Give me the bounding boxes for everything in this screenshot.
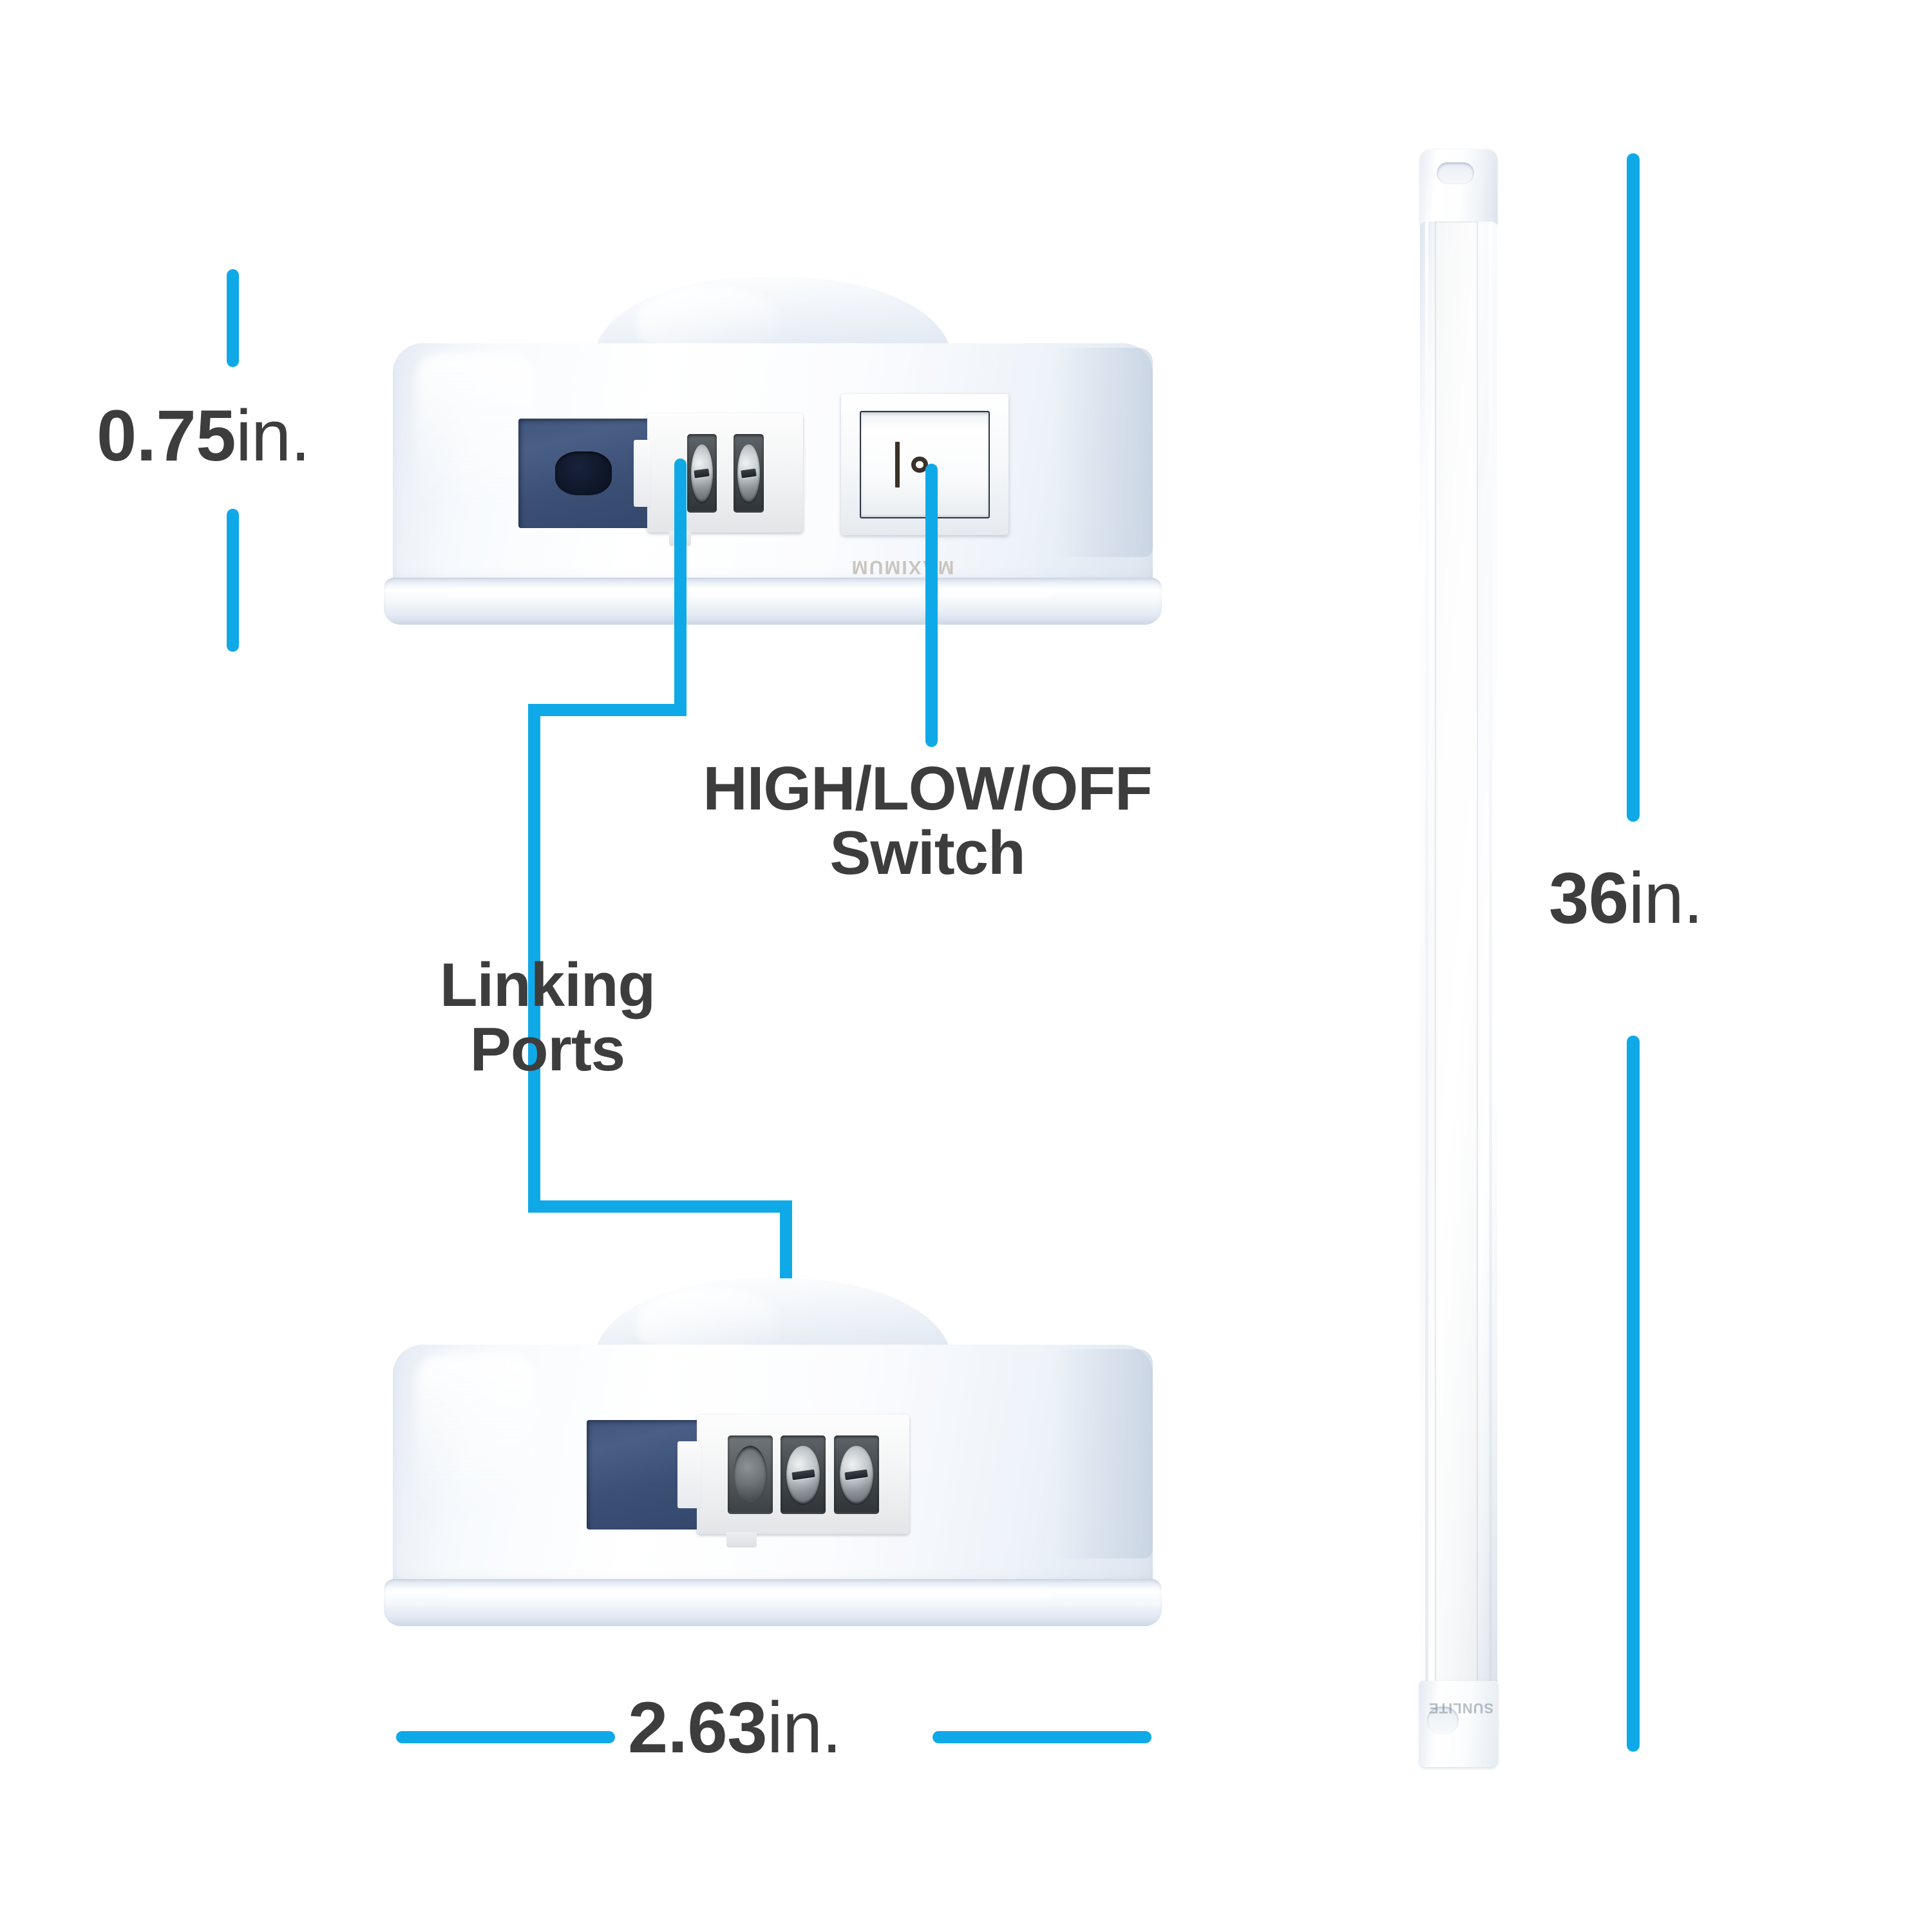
tube-top-end-cap <box>1420 149 1497 232</box>
bottom-end-cap-base-flange <box>383 1579 1162 1626</box>
dimension-line-length-lower <box>1627 1036 1640 1752</box>
dimension-label-length: 36in. <box>1549 857 1703 940</box>
dimension-label-height: 0.75in. <box>97 394 310 477</box>
top-linking-ports-block[interactable] <box>633 413 804 547</box>
housing-emboss-text: MAXIMUM <box>850 556 954 578</box>
led-tube-fixture: SUNLITE <box>1419 149 1499 1767</box>
callout-ports-line1: Linking <box>439 951 656 1019</box>
switch-marking-low-icon <box>895 441 900 488</box>
dimension-line-height-upper <box>227 269 239 367</box>
dimension-value-width: 2.63 <box>628 1687 767 1768</box>
linking-port-terminal[interactable] <box>734 433 764 513</box>
bottom-end-cap-body <box>393 1344 1153 1588</box>
linking-port-terminal[interactable] <box>687 433 717 513</box>
linking-port-terminal[interactable] <box>833 1435 879 1514</box>
bottom-linking-ports-block[interactable] <box>677 1415 910 1548</box>
screw-head-icon <box>839 1445 873 1504</box>
dimension-value-length: 36 <box>1549 858 1629 938</box>
callout-ports-line2: Ports <box>469 1014 625 1084</box>
callout-switch-line1: HIGH/LOW/OFF <box>703 754 1152 823</box>
dimension-line-width-right <box>933 1731 1151 1743</box>
switch-marking-off-icon <box>911 456 928 473</box>
socket-opening-icon <box>733 1445 767 1504</box>
leader-line-ports-seg-across2 <box>528 1200 792 1213</box>
screw-head-icon <box>690 444 714 503</box>
dimension-line-width-left <box>396 1731 615 1743</box>
dimension-line-length-upper <box>1627 153 1640 822</box>
dimension-label-width: 2.63in. <box>628 1686 842 1769</box>
hanging-keyhole-icon <box>1427 1707 1459 1735</box>
linking-port-terminal[interactable] <box>781 1435 826 1514</box>
top-end-cap-body <box>393 343 1153 587</box>
screw-head-icon <box>786 1445 820 1504</box>
bottom-end-cap <box>383 1278 1162 1626</box>
leader-line-ports-seg-drop <box>674 459 687 716</box>
tube-brand-text: SUNLITE <box>1428 1700 1493 1717</box>
leader-line-ports-seg-across <box>528 704 687 716</box>
tube-body <box>1420 222 1497 1703</box>
top-end-cap-base-flange <box>383 578 1162 625</box>
tube-side-rail <box>1425 222 1429 1703</box>
tube-bottom-end-cap: SUNLITE <box>1419 1681 1499 1767</box>
cavity-hole <box>554 451 612 495</box>
dimension-unit-width: in. <box>766 1687 842 1768</box>
callout-linking-ports: Linking Ports <box>335 953 760 1082</box>
hanging-keyhole-icon <box>1437 162 1474 184</box>
callout-switch: HIGH/LOW/OFF Switch <box>567 757 1288 886</box>
leader-line-ports-seg-down <box>528 704 540 1213</box>
rocker-switch-paddle[interactable] <box>859 411 990 518</box>
linking-port-open-socket[interactable] <box>727 1435 773 1514</box>
screw-head-icon <box>737 444 760 503</box>
callout-switch-line2: Switch <box>829 818 1025 887</box>
rocker-switch[interactable] <box>841 393 1009 536</box>
top-end-cap: MAXIMUM <box>383 277 1162 625</box>
tube-side-rail <box>1488 222 1492 1703</box>
leader-line-switch <box>925 464 938 747</box>
tube-diffuser-panel <box>1434 222 1478 1703</box>
dimension-unit-length: in. <box>1628 858 1703 938</box>
dimension-line-height-lower <box>227 509 239 652</box>
dimension-unit-height: in. <box>235 395 310 476</box>
dimension-value-height: 0.75 <box>97 395 236 476</box>
